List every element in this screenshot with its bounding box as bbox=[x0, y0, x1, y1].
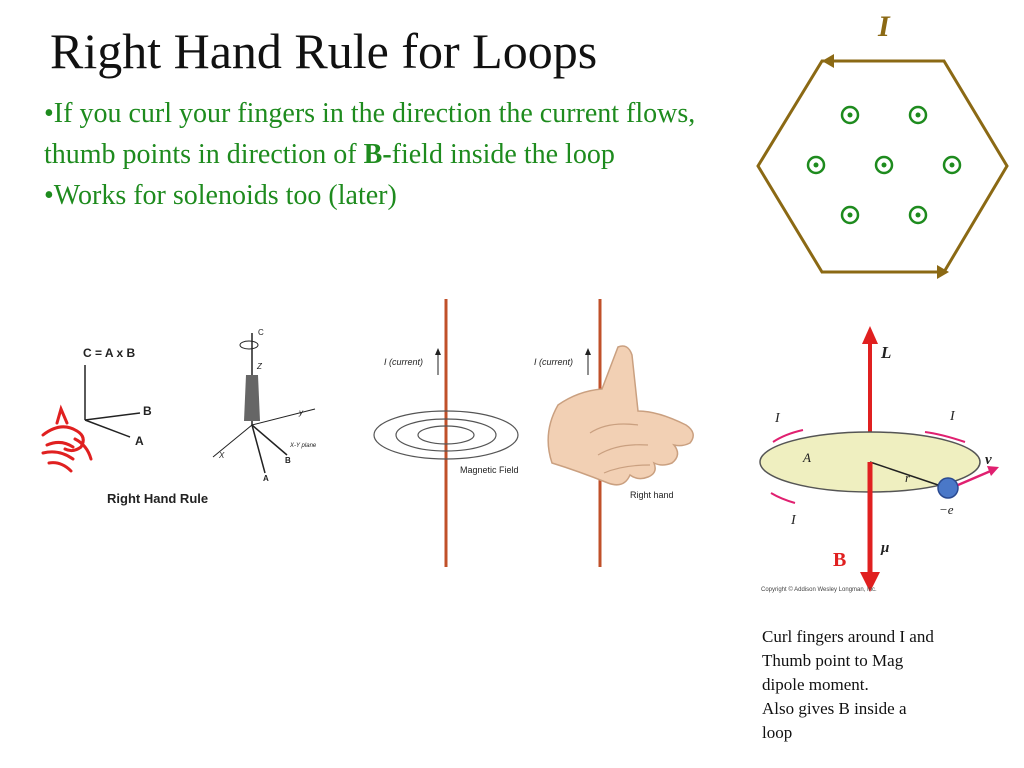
copyright-text: Copyright © Addison Wesley Longman, Inc. bbox=[761, 586, 877, 593]
axes-figure: C Z y X-Y plane X A B bbox=[212, 328, 317, 483]
current-label: I bbox=[877, 10, 891, 43]
caption-line-4: Also gives B inside a bbox=[762, 699, 907, 718]
current-direction-arrows bbox=[770, 429, 966, 504]
axes-z-label: Z bbox=[256, 362, 263, 371]
hexagon-loop-figure: I bbox=[756, 10, 1009, 279]
axes-x-label: X bbox=[218, 451, 225, 460]
B-label: B bbox=[833, 549, 846, 571]
caption-line-3: dipole moment. bbox=[762, 675, 869, 694]
mu-label: μ bbox=[880, 540, 889, 556]
bullet-1-lead: •If you curl your fingers in the directi… bbox=[44, 98, 696, 170]
axes-c-label: C bbox=[258, 328, 264, 337]
rhr-equation: C = A x B bbox=[83, 346, 135, 360]
I-label-2: I bbox=[949, 409, 956, 424]
bullet-list: •If you curl your fingers in the directi… bbox=[44, 93, 704, 216]
axes-a-label: A bbox=[263, 474, 269, 483]
right-hand-icon bbox=[547, 345, 694, 486]
radius-label: r bbox=[905, 470, 911, 485]
slide-title: Right Hand Rule for Loops bbox=[50, 23, 598, 79]
field-dots bbox=[806, 105, 962, 225]
magnetic-field-label: Magnetic Field bbox=[460, 465, 519, 475]
rhr-b-label: B bbox=[143, 404, 152, 418]
bullet-1-tail: field inside the loop bbox=[391, 139, 615, 170]
axes-plane-label: X-Y plane bbox=[289, 443, 317, 449]
wire-left-current-label: I (current) bbox=[384, 357, 423, 367]
L-label: L bbox=[880, 343, 891, 362]
caption-line-1: Curl fingers around I and bbox=[762, 627, 934, 646]
caption-line-5: loop bbox=[762, 723, 793, 742]
I-label-3: I bbox=[790, 513, 797, 528]
dipole-caption: Curl fingers around I and Thumb point to… bbox=[762, 625, 992, 745]
field-circles bbox=[373, 410, 519, 460]
loop-arrow-top bbox=[822, 54, 834, 68]
rhr-cross-product-figure: C = A x B B A Right Hand Rule bbox=[41, 346, 208, 506]
electron bbox=[937, 477, 959, 499]
I-label-1: I bbox=[774, 411, 781, 426]
rhr-a-label: A bbox=[135, 434, 144, 448]
wire-field-figure: I (current) Magnetic Field bbox=[373, 299, 519, 567]
area-label: A bbox=[802, 450, 811, 465]
axis-cone bbox=[244, 375, 260, 421]
wire-right-current-label: I (current) bbox=[534, 357, 573, 367]
bullet-2: •Works for solenoids too (later) bbox=[44, 180, 397, 211]
loop-arrow-bottom bbox=[937, 265, 949, 279]
right-hand-label: Right hand bbox=[630, 490, 674, 500]
wire-hand-figure: I (current) Right hand bbox=[534, 299, 694, 567]
red-hand-icon bbox=[41, 404, 93, 473]
velocity-label: v bbox=[985, 452, 992, 468]
caption-line-2: Thumb point to Mag bbox=[762, 651, 904, 670]
axes-b-label: B bbox=[285, 456, 291, 465]
bullet-1-bold: B- bbox=[363, 139, 392, 170]
bullet-1: •If you curl your fingers in the directi… bbox=[44, 93, 704, 175]
axes-y-label: y bbox=[298, 408, 304, 417]
rhr-caption: Right Hand Rule bbox=[107, 491, 208, 506]
dipole-moment-figure: L A r v −e I I I μ B Copyright © Addison… bbox=[759, 326, 999, 593]
charge-label: −e bbox=[939, 502, 954, 517]
